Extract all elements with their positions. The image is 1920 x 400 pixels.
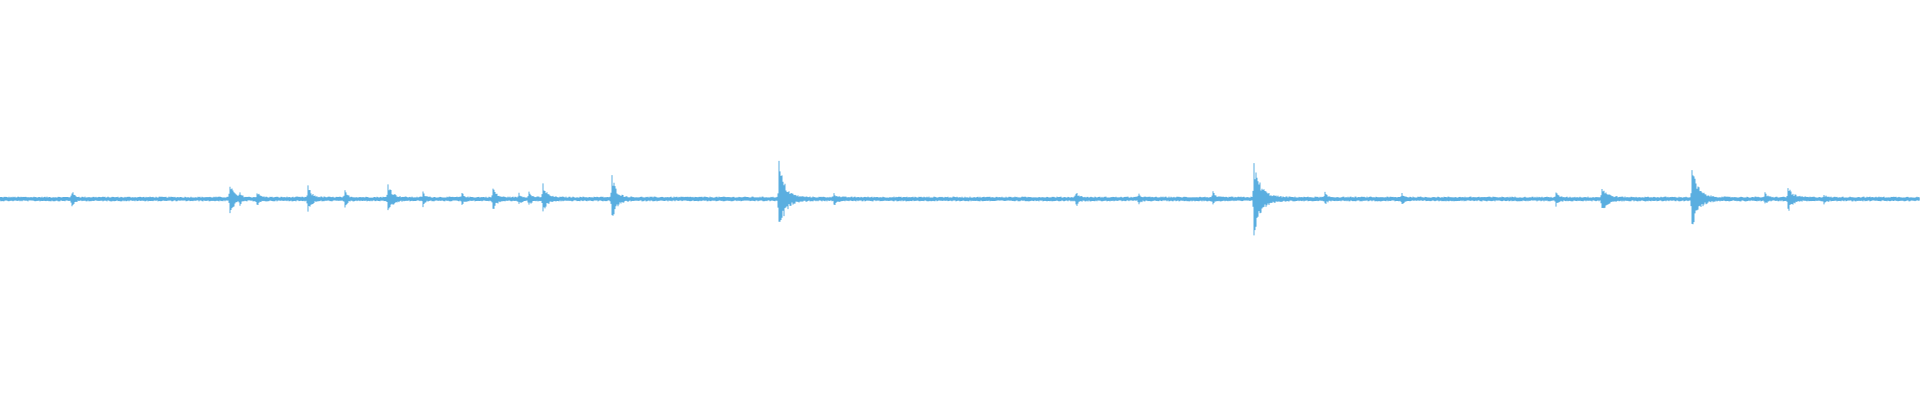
waveform-path: [0, 160, 1920, 236]
